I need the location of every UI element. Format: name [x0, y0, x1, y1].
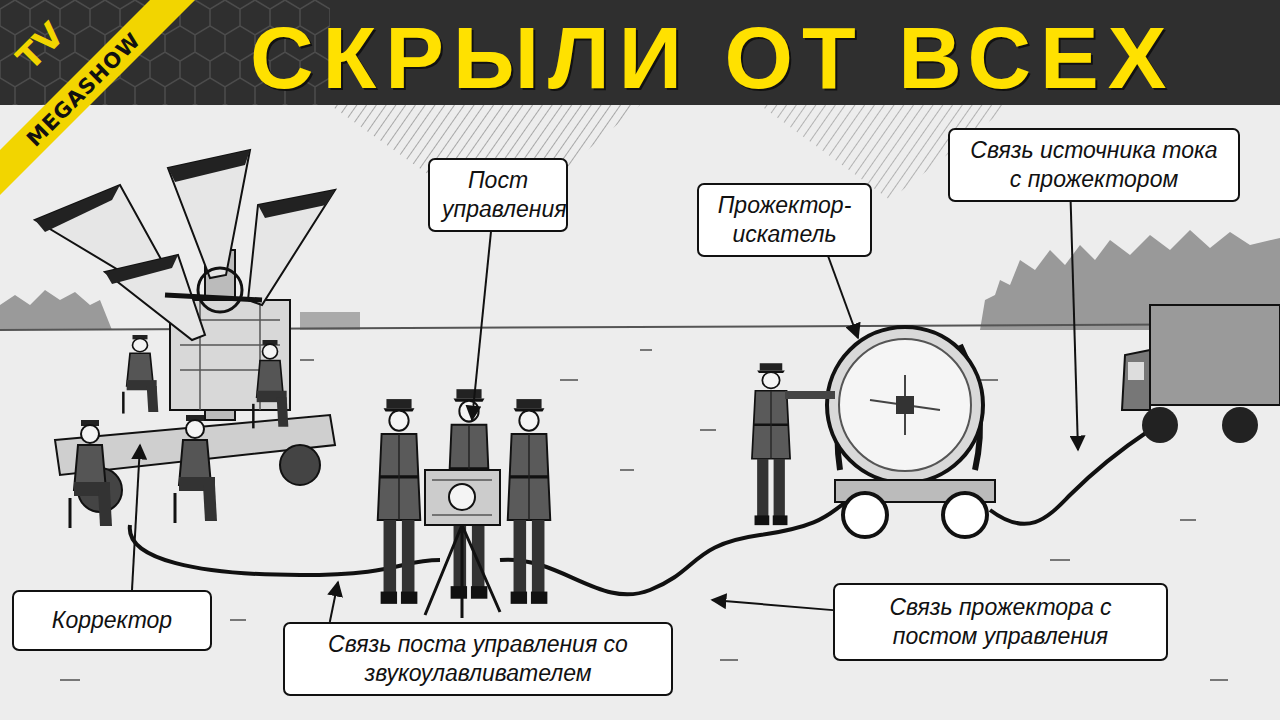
callout-box: Связь источника тока с прожектором: [948, 128, 1240, 202]
callout-text: Корректор: [30, 606, 194, 635]
callout-text: Связь поста управления со звукоулавливат…: [297, 630, 659, 688]
callout-text: Прожектор-искатель: [711, 191, 858, 249]
leader-line: [132, 445, 140, 590]
thumbnail-title: СКРЫЛИ ОТ ВСЕХ: [250, 14, 1175, 102]
callout-box: Пост управления: [428, 158, 568, 232]
callout-text: Связь прожектора с постом управления: [847, 593, 1154, 651]
leader-line: [1071, 202, 1078, 451]
leader-line: [472, 232, 491, 421]
callout-box: Корректор: [12, 590, 212, 651]
callout-text: Пост управления: [442, 166, 554, 224]
callout-box: Связь прожектора с постом управления: [833, 583, 1168, 661]
callout-text: Связь источника тока с прожектором: [962, 136, 1226, 194]
callout-box: Связь поста управления со звукоулавливат…: [283, 622, 673, 696]
leader-line: [712, 600, 833, 610]
leader-line: [330, 582, 338, 622]
leader-line: [828, 257, 858, 339]
callout-box: Прожектор-искатель: [697, 183, 872, 257]
